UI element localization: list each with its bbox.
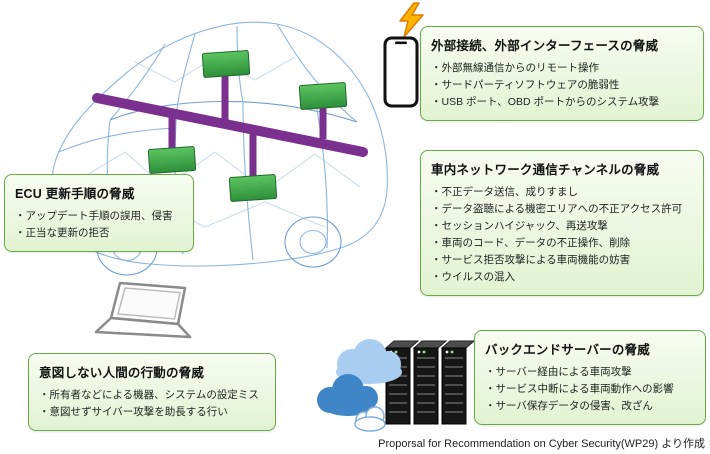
threat-item: ・ウイルスの混入 xyxy=(431,271,515,283)
source-credit: Proporsal for Recommendation on Cyber Se… xyxy=(378,438,705,450)
cloud-icon xyxy=(317,339,402,432)
threat-box-title: 外部接続、外部インターフェースの脅威 xyxy=(431,39,659,53)
ecu-node xyxy=(298,82,348,110)
threat-item: ・意図せずサイバー攻撃を助長する行い xyxy=(39,406,228,418)
threat-box-invehicle-network: 車内ネットワーク通信チャンネルの脅威 ・不正データ送信、成りすまし ・データ盗聴… xyxy=(420,150,704,296)
threat-item: ・サービス中断による車両動作への影響 xyxy=(485,383,674,395)
threat-box-human-actions: 意図しない人間の行動の脅威 ・所有者などによる機器、システムの設定ミス ・意図せ… xyxy=(28,353,276,431)
ecu-node xyxy=(147,146,197,174)
threat-item: ・サーバー経由による車両攻撃 xyxy=(485,366,632,378)
threat-item: ・セッションハイジャック、再送攻撃 xyxy=(431,220,608,232)
ecu-node xyxy=(201,50,251,78)
threat-box-title: 車内ネットワーク通信チャンネルの脅威 xyxy=(431,163,660,177)
threat-item: ・所有者などによる機器、システムの設定ミス xyxy=(39,389,259,401)
threat-box-title: ECU 更新手順の脅威 xyxy=(15,187,135,201)
ecu-node xyxy=(228,174,278,202)
smartphone-icon xyxy=(383,36,419,108)
threat-box-title: 意図しない人間の行動の脅威 xyxy=(39,366,205,380)
threat-item: ・アップデート手順の誤用、侵害 xyxy=(15,210,173,222)
threat-box-backend-server: バックエンドサーバーの脅威 ・サーバー経由による車両攻撃 ・サービス中断による車… xyxy=(474,330,706,425)
threat-item: ・正当な更新の拒否 xyxy=(15,227,110,239)
threat-box-external-interfaces: 外部接続、外部インターフェースの脅威 ・外部無線通信からのリモート操作 ・サード… xyxy=(420,26,704,121)
threat-item: ・サードパーティソフトウェアの脆弱性 xyxy=(431,79,620,91)
threat-box-title: バックエンドサーバーの脅威 xyxy=(485,343,650,357)
threat-box-ecu-update: ECU 更新手順の脅威 ・アップデート手順の誤用、侵害 ・正当な更新の拒否 xyxy=(4,174,194,252)
network-bus xyxy=(92,72,368,182)
backend-cloud-servers-illustration xyxy=(317,339,476,432)
threat-item: ・データ盗聴による機密エリアへの不正アクセス許可 xyxy=(431,203,683,215)
threat-item: ・不正データ送信、成りすまし xyxy=(431,186,578,198)
threat-item: ・USB ポート、OBD ポートからのシステム攻撃 xyxy=(431,96,660,108)
server-rack-icon xyxy=(384,340,476,425)
threat-item: ・サービス拒否攻撃による車両機能の妨害 xyxy=(431,254,631,266)
laptop-icon xyxy=(94,281,192,339)
lightning-icon xyxy=(399,2,424,38)
threat-item: ・外部無線通信からのリモート操作 xyxy=(431,62,599,74)
threat-item: ・サーバ保存データの侵害、改ざん xyxy=(485,400,653,412)
threat-item: ・車両のコード、データの不正操作、削除 xyxy=(431,237,631,249)
